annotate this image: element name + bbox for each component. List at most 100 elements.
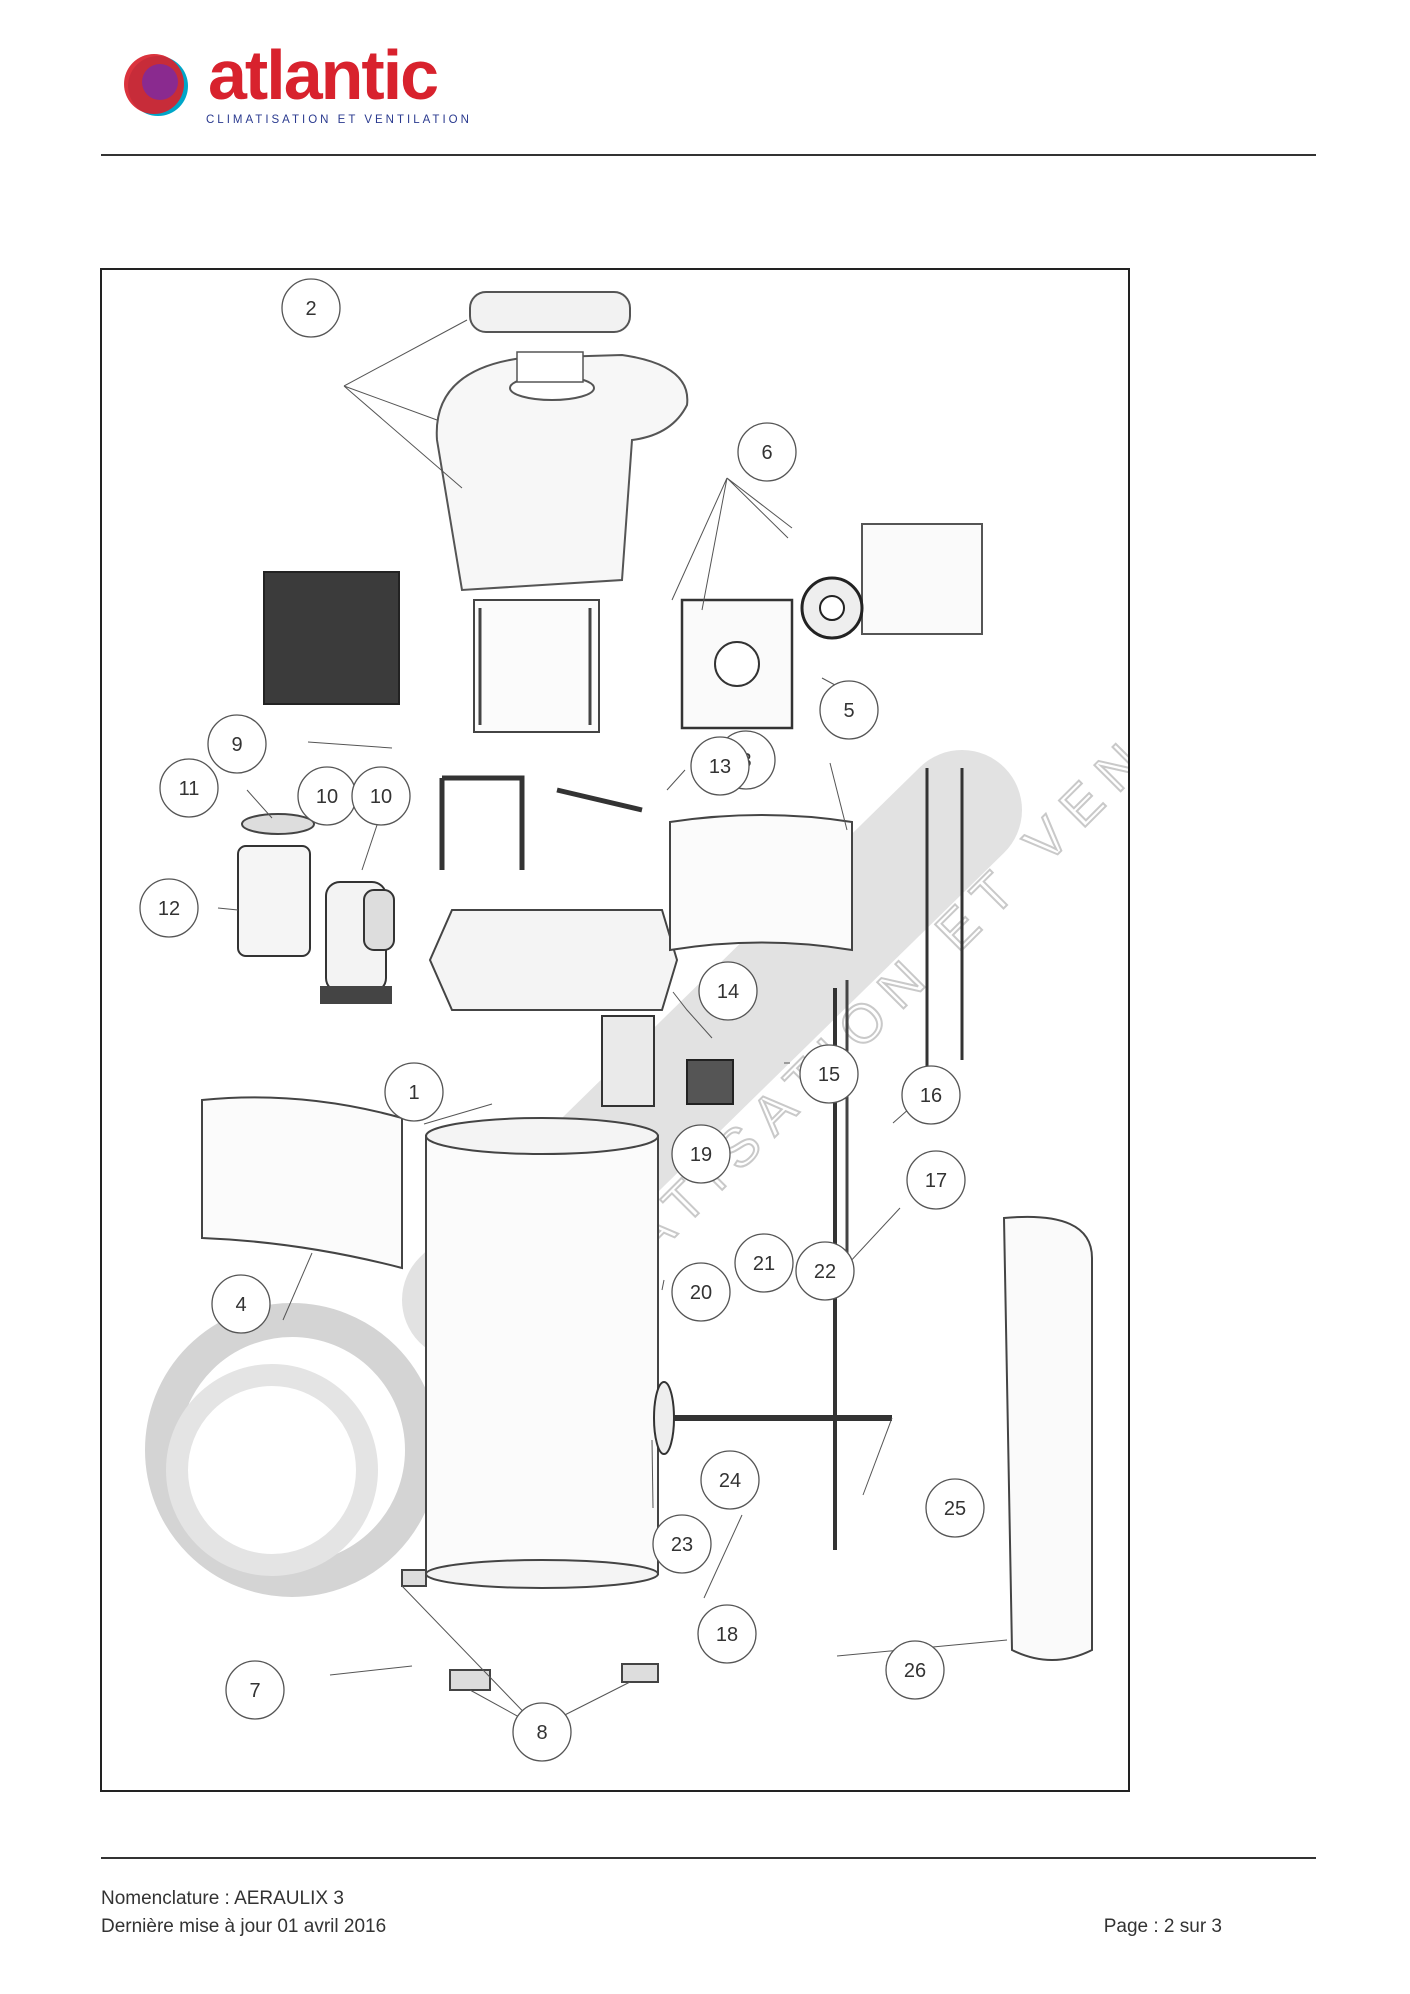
- callout-circle: [159, 758, 219, 818]
- callout-circle: [512, 1702, 572, 1762]
- part-fan-housing: [680, 523, 983, 730]
- part-side-cover: [1002, 1215, 1093, 1661]
- leader-lines: [217, 319, 1008, 1729]
- header-divider: [101, 154, 1316, 156]
- callout-circle: [901, 1065, 961, 1125]
- callout-circle: [698, 961, 758, 1021]
- callout-circle: [384, 1062, 444, 1122]
- callout-20: 20: [671, 1262, 731, 1322]
- callout-19: 19: [671, 1124, 731, 1184]
- part-housing-12: [237, 845, 311, 957]
- footer-last-updated: Dernière mise à jour 01 avril 2016: [101, 1916, 387, 1937]
- part-control-box: [601, 1015, 655, 1107]
- callout-9: 9: [207, 714, 267, 774]
- part-pcb: [686, 1059, 734, 1105]
- callout-10: 10: [297, 766, 357, 826]
- callout-4: 4: [211, 1274, 271, 1334]
- callout-14: 14: [698, 961, 758, 1021]
- part-rear-panel: [669, 814, 853, 952]
- watermark-inner-ring-icon: [166, 1364, 378, 1576]
- callout-1: 1: [384, 1062, 444, 1122]
- footer-divider: [101, 1857, 1316, 1859]
- callout-number: 20: [690, 1282, 712, 1304]
- callout-number: 23: [671, 1534, 693, 1556]
- part-front-panel: [201, 1096, 403, 1270]
- callout-number: 1: [408, 1082, 419, 1104]
- callout-number: 8: [536, 1722, 547, 1744]
- callout-labels: 1234567891010111213141516171819202122232…: [139, 278, 985, 1762]
- footer-nomenclature: Nomenclature : AERAULIX 3: [101, 1888, 344, 1909]
- callout-number: 2: [305, 298, 316, 320]
- callout-number: 15: [818, 1064, 840, 1086]
- callout-circle: [906, 1150, 966, 1210]
- part-air-filter: [263, 571, 400, 705]
- brand-logo: atlantic CLIMATISATION ET VENTILATION: [118, 40, 498, 134]
- callout-22: 22: [795, 1241, 855, 1301]
- part-compressor: [320, 881, 395, 1004]
- callout-11: 11: [159, 758, 219, 818]
- callout-circle: [671, 1124, 731, 1184]
- callout-10: 10: [351, 766, 411, 826]
- callout-circle: [671, 1262, 731, 1322]
- brand-name: atlantic: [208, 36, 439, 114]
- atlantic-logo-mark-icon: [124, 54, 188, 116]
- callout-circle: [697, 1604, 757, 1664]
- callout-number: 5: [843, 700, 854, 722]
- callout-number: 19: [690, 1144, 712, 1166]
- part-water-tank: [425, 1117, 659, 1589]
- callout-circle: [652, 1514, 712, 1574]
- callout-number: 10: [370, 786, 392, 808]
- watermark-ring-icon: [145, 1303, 439, 1597]
- callout-circle: [700, 1450, 760, 1510]
- callout-13: 13: [690, 736, 750, 796]
- callout-number: 11: [179, 778, 200, 800]
- callout-number: 10: [316, 786, 338, 808]
- callout-8: 8: [512, 1702, 572, 1762]
- part-flange: [653, 1381, 675, 1455]
- callout-16: 16: [901, 1065, 961, 1125]
- part-refrigerant-pipes: [439, 775, 643, 870]
- part-base-tray: [428, 909, 679, 1011]
- callout-number: 9: [231, 734, 242, 756]
- callout-number: 26: [904, 1660, 926, 1682]
- callout-circle: [690, 736, 750, 796]
- part-evaporator: [473, 599, 600, 733]
- callout-23: 23: [652, 1514, 712, 1574]
- callout-circle: [207, 714, 267, 774]
- callout-circle: [819, 680, 879, 740]
- callout-18: 18: [697, 1604, 757, 1664]
- callout-circle: [925, 1478, 985, 1538]
- callout-circle: [795, 1241, 855, 1301]
- callout-number: 7: [249, 1680, 260, 1702]
- callout-circle: [211, 1274, 271, 1334]
- callout-number: 14: [717, 981, 739, 1003]
- callout-15: 15: [799, 1044, 859, 1104]
- callout-number: 24: [719, 1470, 741, 1492]
- brand-tagline: CLIMATISATION ET VENTILATION: [206, 114, 472, 126]
- callout-number: 6: [761, 442, 772, 464]
- part-foot: [621, 1663, 659, 1683]
- callout-7: 7: [225, 1660, 285, 1720]
- callout-circle: [885, 1640, 945, 1700]
- callout-circle: [799, 1044, 859, 1104]
- part-foot: [401, 1569, 427, 1587]
- callout-5: 5: [819, 680, 879, 740]
- callout-6: 6: [737, 422, 797, 482]
- callout-circle: [734, 1233, 794, 1293]
- callout-number: 16: [920, 1085, 942, 1107]
- callout-number: 17: [925, 1170, 947, 1192]
- callout-circle: [225, 1660, 285, 1720]
- part-foot: [449, 1669, 491, 1691]
- callout-circle: [351, 766, 411, 826]
- callout-circle: [139, 878, 199, 938]
- callout-circle: [737, 422, 797, 482]
- part-top-cover: [435, 291, 689, 592]
- callout-circle: [281, 278, 341, 338]
- part-cap: [241, 813, 315, 835]
- callout-number: 13: [709, 756, 731, 778]
- callout-25: 25: [925, 1478, 985, 1538]
- exploded-view-diagram: CLIMATISATION ET VENTILATION: [100, 268, 1130, 1792]
- callout-number: 22: [814, 1261, 836, 1283]
- callout-2: 2: [281, 278, 341, 338]
- footer-page-number: Page : 2 sur 3: [1103, 1916, 1222, 1937]
